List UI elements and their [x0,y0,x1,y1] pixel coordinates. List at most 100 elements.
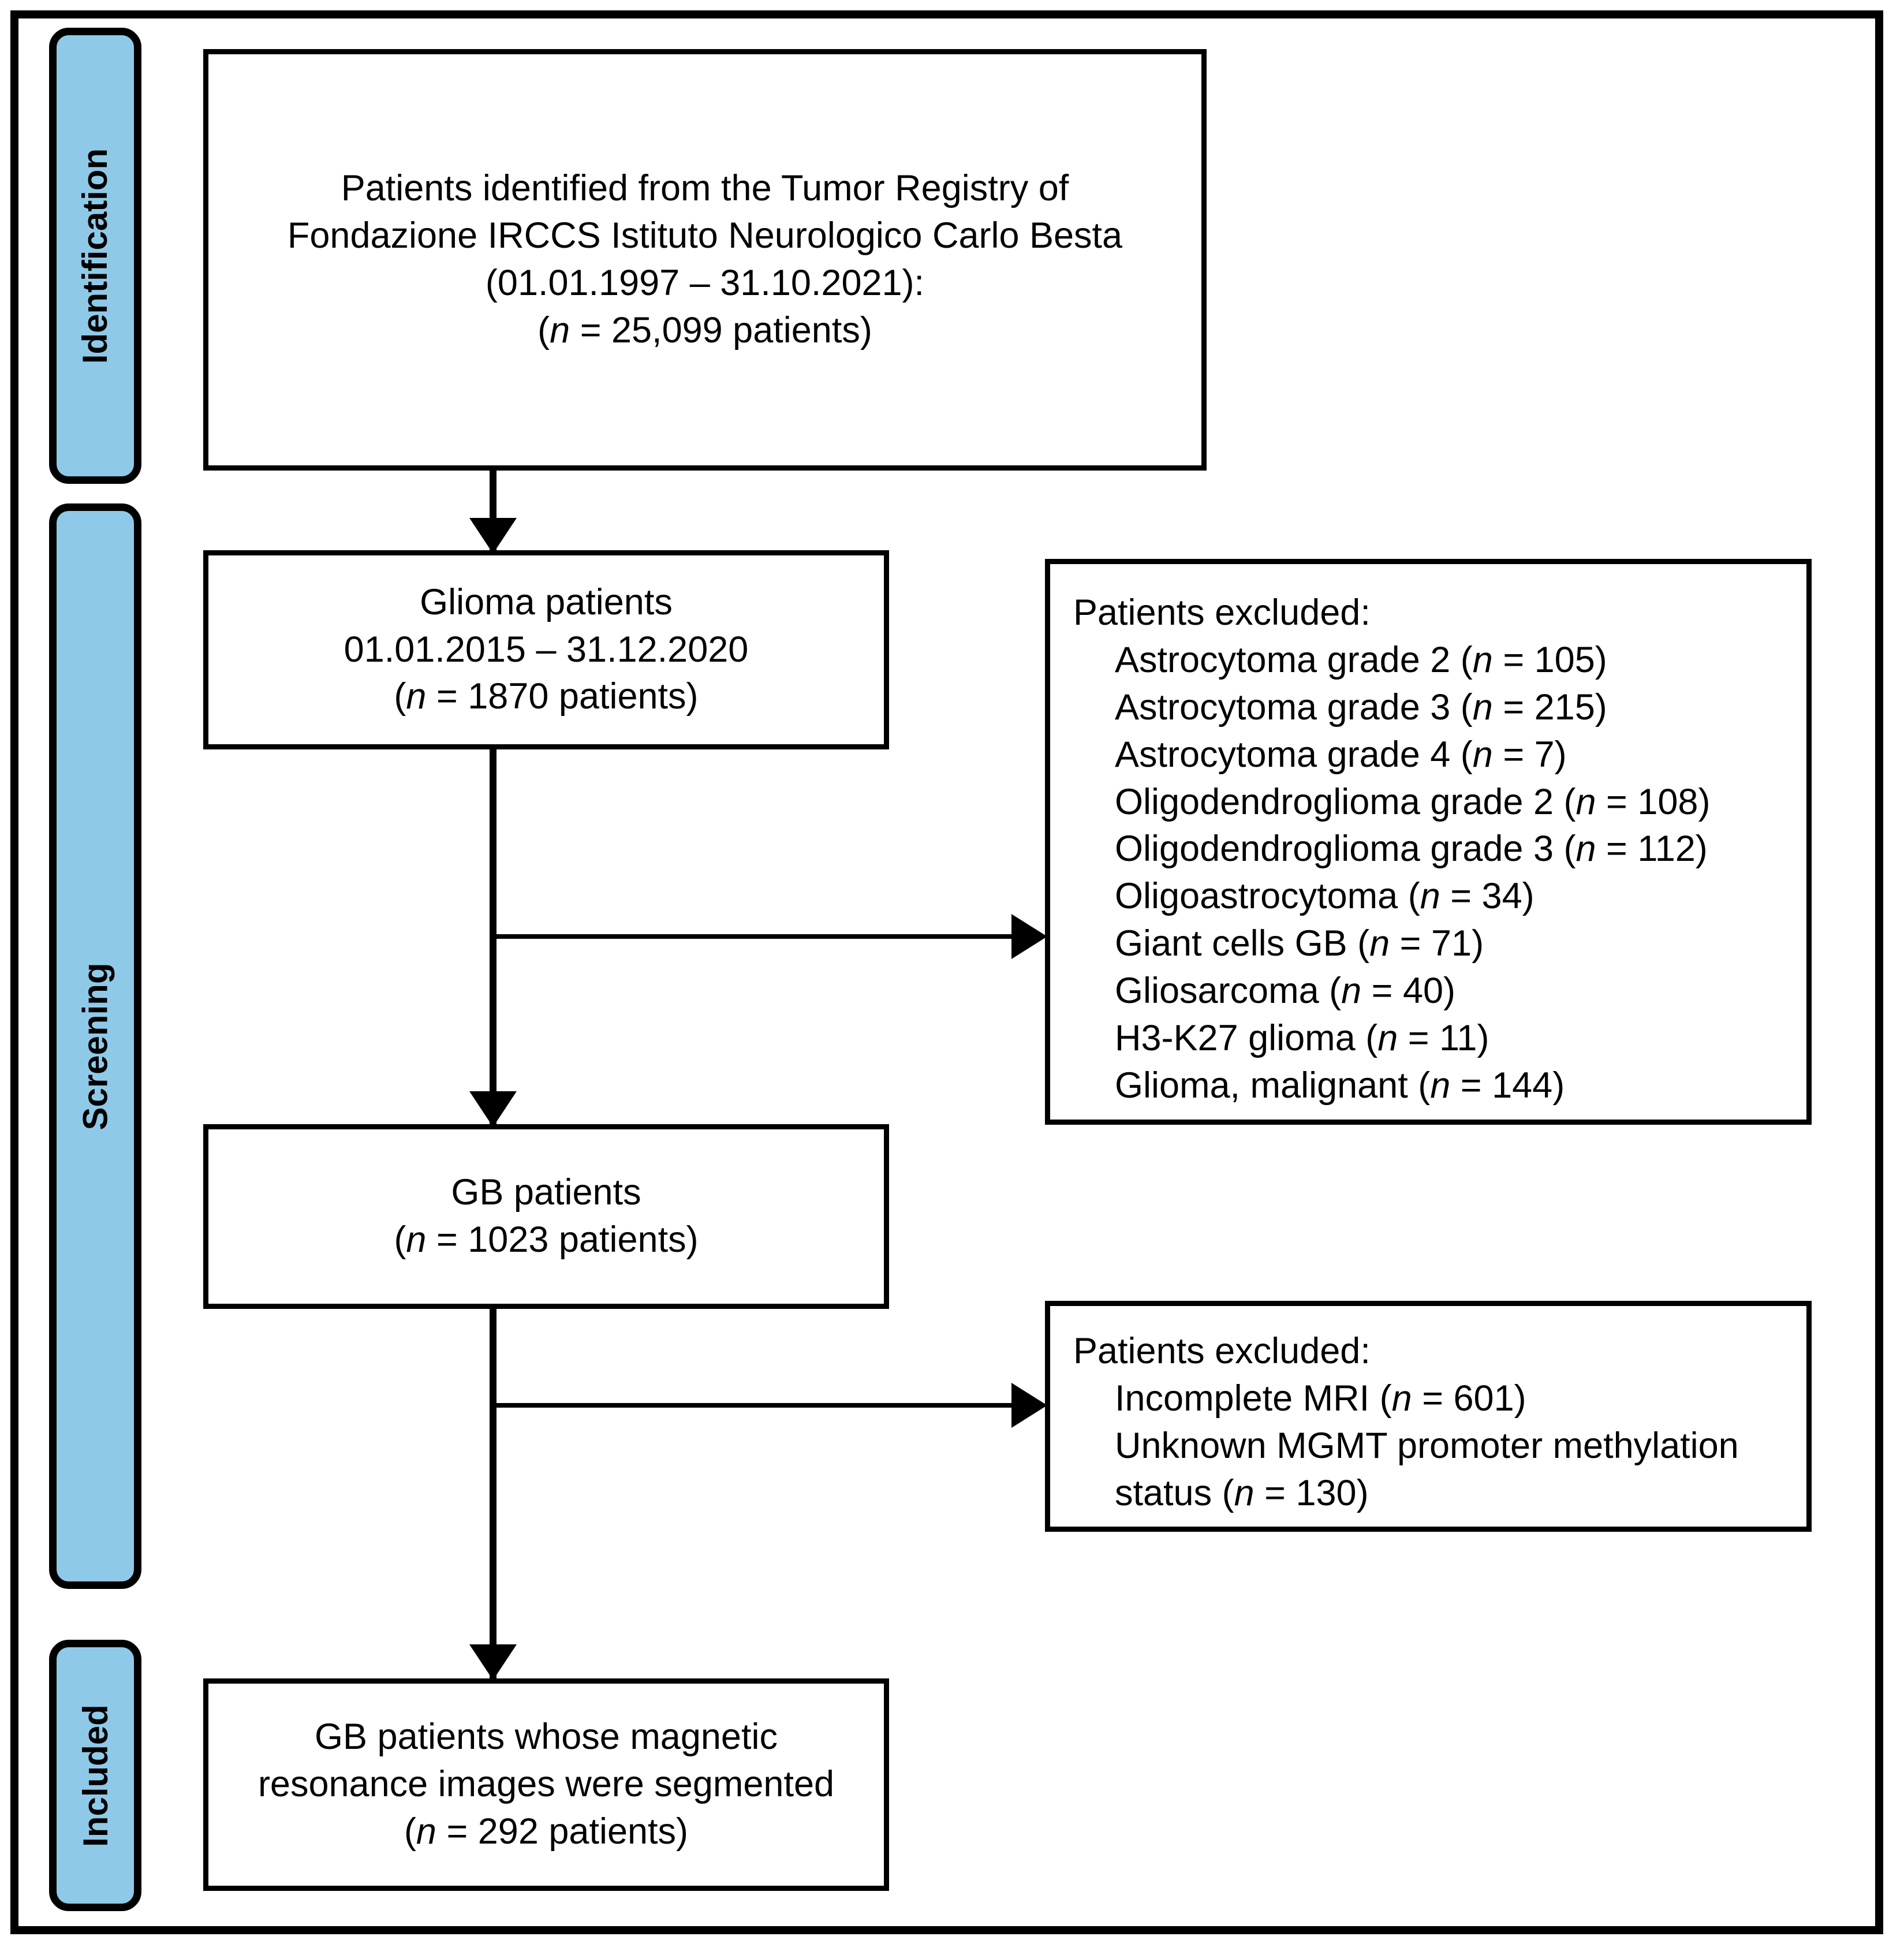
excluded-histology-item-n: n [1420,876,1440,917]
box-excluded-data: Patients excluded: Incomplete MRI (n = 6… [1045,1301,1812,1532]
excluded-histology-item-value: 11 [1439,1018,1477,1059]
excluded-data-item: Unknown MGMT promoter methylation status… [1115,1425,1739,1513]
segmented-line1: GB patients whose magnetic [315,1717,778,1758]
gb-paren-open: ( [394,1219,406,1260]
excluded-histology-item: Gliosarcoma (n = 40) [1115,971,1456,1012]
excluded-histology-item: Oligoastrocytoma (n = 34) [1115,876,1535,917]
excluded-histology-item-label: Oligodendroglioma grade 3 [1115,829,1554,870]
excluded-histology-item-value: 215 [1534,687,1595,727]
excluded-histology-item: Oligodendroglioma grade 2 (n = 108) [1115,781,1711,822]
excluded-histology-item-value: 112 [1637,829,1696,870]
connector-glioma-to-excluded-line [495,934,1038,939]
excluded-histology-item-value: 105 [1534,639,1595,680]
box-excluded-histology-text: Patients excluded: Astrocytoma grade 2 (… [1073,590,1710,1110]
stage-label-included-text: Included [76,1704,115,1847]
box-gb-patients: GB patients (n = 1023 patients) [203,1124,889,1309]
excluded-histology-item-label: Astrocytoma grade 3 [1115,687,1451,727]
excluded-histology-item-label: Astrocytoma grade 2 [1115,639,1451,680]
stage-label-screening-text: Screening [76,962,115,1131]
excluded-histology-item-n: n [1576,829,1596,870]
excluded-histology-item: Oligodendroglioma grade 3 (n = 112) [1115,829,1708,870]
connector-identified-to-glioma-arrow [469,518,517,554]
identified-n-symbol: n [550,309,570,350]
glioma-period: 01.01.2015 – 31.12.2020 [344,629,749,670]
excluded-histology-item-n: n [1472,687,1493,727]
stage-label-screening: Screening [49,503,141,1589]
excluded-histology-item-value: 144 [1492,1065,1553,1106]
excluded-histology-item-n: n [1430,1065,1451,1106]
excluded-data-item-value: 130 [1296,1472,1357,1513]
excluded-histology-item-label: Astrocytoma grade 4 [1115,734,1451,775]
connector-gb-to-excluded-line [495,1403,1038,1408]
connector-gb-to-segmented-line [490,1306,496,1678]
box-gb-segmented: GB patients whose magnetic resonance ima… [203,1678,889,1891]
excluded-histology-item: Astrocytoma grade 3 (n = 215) [1115,687,1607,727]
excluded-histology-item-value: 108 [1637,781,1698,822]
connector-gb-to-excluded-arrow [1011,1383,1047,1428]
excluded-histology-item: Astrocytoma grade 4 (n = 7) [1115,734,1567,775]
stage-label-included: Included [49,1640,141,1911]
box-gb-segmented-text: GB patients whose magnetic resonance ima… [258,1714,834,1856]
identified-count-value: = 25,099 patients) [570,309,872,350]
excluded-histology-item-value: 71 [1431,923,1472,964]
identified-line1: Patients identified from the Tumor Regis… [341,168,1069,209]
gb-count: (n = 1023 patients) [394,1219,698,1260]
glioma-count-value: = 1870 patients) [426,676,699,717]
excluded-histology-item: Astrocytoma grade 2 (n = 105) [1115,639,1607,680]
excluded-histology-title: Patients excluded: [1073,592,1371,633]
excluded-histology-item-n: n [1377,1018,1398,1059]
excluded-histology-item-value: 7 [1534,734,1555,775]
excluded-histology-item-label: Oligodendroglioma grade 2 [1115,781,1554,822]
excluded-histology-item-value: 40 [1402,971,1444,1012]
box-glioma-patients-text: Glioma patients 01.01.2015 – 31.12.2020 … [344,579,749,721]
segmented-paren-open: ( [404,1811,416,1852]
identified-paren-open: ( [537,309,550,350]
excluded-histology-item-value: 34 [1481,876,1522,917]
gb-count-value: = 1023 patients) [426,1219,699,1260]
stage-label-identification: Identification [49,28,141,484]
box-excluded-data-text: Patients excluded: Incomplete MRI (n = 6… [1073,1328,1783,1517]
excluded-histology-item: Giant cells GB (n = 71) [1115,923,1484,964]
identified-line2: Fondazione IRCCS Istituto Neurologico Ca… [287,215,1123,256]
excluded-data-item-label: Incomplete MRI [1115,1378,1370,1419]
excluded-histology-item-n: n [1472,639,1493,680]
excluded-histology-item-label: H3-K27 glioma [1115,1018,1356,1059]
excluded-histology-item: Glioma, malignant (n = 144) [1115,1065,1565,1106]
excluded-histology-item-label: Giant cells GB [1115,923,1347,964]
gb-n-symbol: n [406,1219,427,1260]
excluded-data-item: Incomplete MRI (n = 601) [1115,1378,1526,1419]
identified-line3: (01.01.1997 – 31.10.2021): [485,263,925,303]
box-glioma-patients: Glioma patients 01.01.2015 – 31.12.2020 … [203,550,889,749]
glioma-line1: Glioma patients [420,581,673,622]
segmented-count-value: = 292 patients) [436,1811,689,1852]
excluded-histology-item-n: n [1369,923,1390,964]
excluded-data-item-n: n [1391,1378,1412,1419]
box-patients-identified: Patients identified from the Tumor Regis… [203,49,1207,471]
excluded-histology-item-label: Oligoastrocytoma [1115,876,1398,917]
box-gb-patients-text: GB patients (n = 1023 patients) [394,1169,698,1264]
glioma-n-symbol: n [406,676,427,717]
excluded-histology-item-label: Glioma, malignant [1115,1065,1408,1106]
excluded-histology-item-label: Gliosarcoma [1115,971,1319,1012]
excluded-data-title: Patients excluded: [1073,1331,1371,1371]
glioma-paren-open: ( [394,676,406,717]
connector-glioma-to-excluded-arrow [1011,914,1047,959]
connector-gb-to-segmented-arrow [469,1644,517,1680]
excluded-histology-item: H3-K27 glioma (n = 11) [1115,1018,1489,1059]
connector-glioma-to-gb-arrow [469,1091,517,1127]
segmented-n-symbol: n [416,1811,436,1852]
excluded-histology-item-n: n [1576,781,1596,822]
glioma-count: (n = 1870 patients) [394,676,698,717]
excluded-histology-item-n: n [1341,971,1362,1012]
gb-line1: GB patients [451,1172,641,1213]
excluded-histology-item-n: n [1472,734,1493,775]
excluded-data-item-label: Unknown MGMT promoter methylation status [1115,1425,1739,1513]
segmented-line2: resonance images were segmented [257,1764,835,1805]
excluded-data-item-value: 601 [1453,1378,1514,1419]
connector-glioma-to-gb-line [490,749,496,1124]
identified-count: (n = 25,099 patients) [537,310,872,350]
box-excluded-histology: Patients excluded: Astrocytoma grade 2 (… [1045,559,1812,1125]
stage-label-identification-text: Identification [76,148,115,364]
excluded-data-item-n: n [1234,1472,1255,1513]
